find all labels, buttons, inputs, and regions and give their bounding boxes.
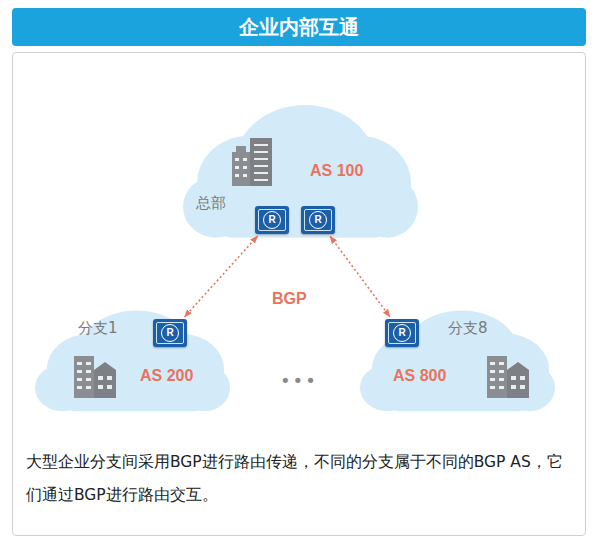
title-bar: 企业内部互通 xyxy=(12,8,586,46)
site-name: 分支8 xyxy=(448,319,488,338)
site-name: 分支1 xyxy=(78,319,118,338)
site-name: 总部 xyxy=(196,194,226,213)
router-icon: R xyxy=(385,319,419,347)
as-number: AS 800 xyxy=(393,367,446,385)
as-number: AS 100 xyxy=(310,162,363,180)
bgp-session-arrow xyxy=(185,236,258,317)
ellipsis-mark: ••• xyxy=(280,370,318,391)
title-text: 企业内部互通 xyxy=(239,14,359,41)
as-number: AS 200 xyxy=(140,367,193,385)
protocol-label: BGP xyxy=(272,290,307,308)
hq-building xyxy=(232,138,272,186)
caption-text: 大型企业分支间采用BGP进行路由传递，不同的分支属于不同的BGP AS，它们通过… xyxy=(26,446,574,512)
router-letter: R xyxy=(309,211,327,229)
as-cloud: 总部 AS 100R R xyxy=(183,98,418,240)
cloud-shape xyxy=(35,305,230,413)
router-icon: R xyxy=(301,206,335,234)
as-cloud: 分支8 AS 800 R xyxy=(360,305,555,413)
router-letter: R xyxy=(263,211,281,229)
branch-building xyxy=(74,356,116,398)
router-letter: R xyxy=(161,324,179,342)
router-icon: R xyxy=(153,319,187,347)
router-letter: R xyxy=(393,324,411,342)
branch-building xyxy=(487,356,529,398)
as-cloud: 分支1 AS 200 R xyxy=(35,305,230,413)
router-icon: R xyxy=(255,206,289,234)
bgp-session-arrow xyxy=(330,236,390,316)
